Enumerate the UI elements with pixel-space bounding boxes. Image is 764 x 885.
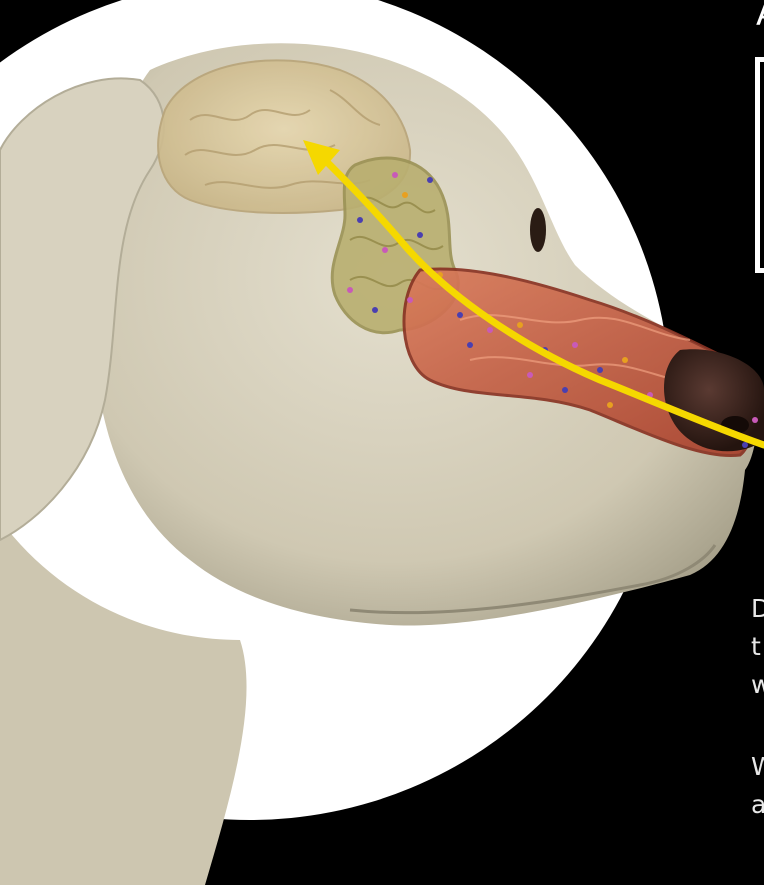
callout-frame — [755, 57, 764, 273]
caption-line-3: w — [751, 670, 764, 700]
caption-line-1: D — [751, 594, 764, 624]
caption-line-5: a — [751, 790, 764, 820]
caption-line-4: W — [751, 752, 764, 782]
heading-fragment: A — [756, 0, 764, 34]
dog-eye — [530, 208, 546, 252]
caption-line-2: t — [751, 632, 764, 662]
